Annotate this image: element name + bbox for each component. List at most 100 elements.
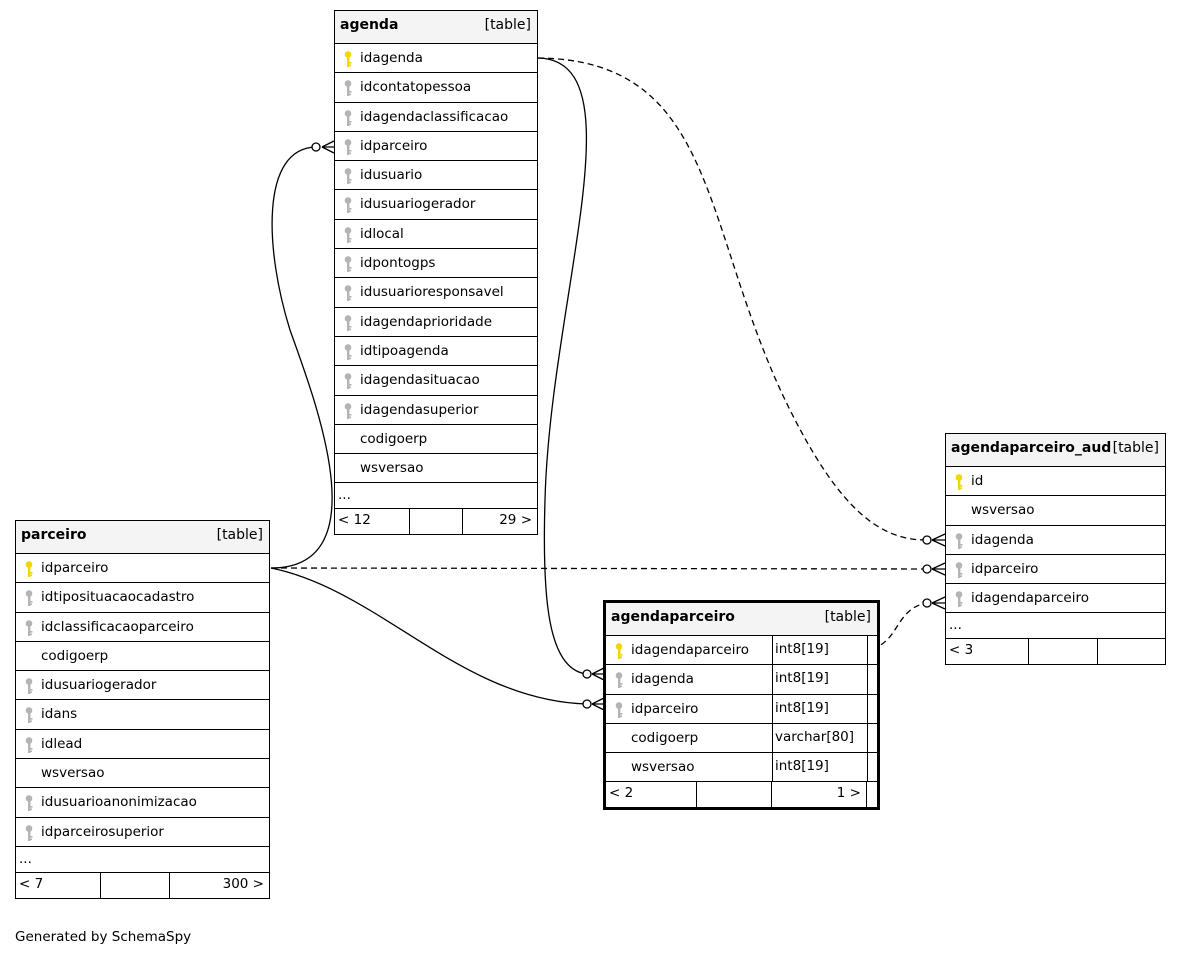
table-header[interactable]: agendaparceiro [table]	[606, 603, 877, 636]
primary-key-icon	[955, 474, 963, 490]
column-row[interactable]: idagendasuperior	[335, 396, 537, 425]
column-name: wsversao	[360, 460, 424, 477]
column-name: idagendasuperior	[360, 401, 479, 418]
column-type: int8[19]	[772, 753, 867, 782]
foreign-key-icon	[25, 678, 33, 695]
column-row[interactable]: wsversao	[16, 759, 269, 789]
foreign-key-icon	[344, 373, 352, 390]
parents-count[interactable]: < 2	[609, 785, 634, 802]
column-name: wsversao	[971, 502, 1035, 519]
column-row[interactable]: idagenda	[946, 526, 1165, 555]
column-row[interactable]: idusuarioanonimizacao	[16, 788, 269, 818]
table-name: parceiro	[21, 527, 87, 543]
foreign-key-icon	[344, 80, 352, 97]
children-count[interactable]: 1 >	[772, 782, 867, 808]
foreign-key-icon	[344, 402, 352, 419]
foreign-key-icon	[25, 619, 33, 636]
parents-count[interactable]: < 12	[338, 512, 371, 529]
primary-key-icon	[615, 643, 623, 659]
table-footer: < 7 300 >	[16, 872, 269, 898]
column-row[interactable]: idpontogps	[335, 249, 537, 279]
table-agendaparceiro-aud[interactable]: agendaparceiro_aud [table] id wsversao ida…	[945, 433, 1166, 666]
column-row[interactable]: idparceirosuperior	[16, 818, 269, 847]
column-name: idusuariogerador	[41, 677, 157, 694]
column-name: idtiposituacaocadastro	[41, 589, 195, 606]
foreign-key-icon	[344, 168, 352, 185]
column-name: idparceiro	[41, 560, 109, 576]
column-row[interactable]: idagenda	[335, 44, 537, 74]
column-row[interactable]: wsversao	[335, 454, 537, 484]
children-count[interactable]: 300 >	[222, 875, 264, 892]
column-name: idpontogps	[360, 255, 436, 272]
column-row[interactable]: idtiposituacaocadastro	[16, 583, 269, 613]
table-footer: < 2 1 >	[606, 782, 877, 808]
table-name: agendaparceiro	[611, 609, 735, 625]
table-kind: [table]	[484, 17, 531, 33]
foreign-key-icon	[25, 736, 33, 753]
table-header[interactable]: agendaparceiro_aud [table]	[946, 434, 1165, 467]
column-row[interactable]: idusuarioresponsavel	[335, 278, 537, 308]
column-row[interactable]: idusuario	[335, 161, 537, 191]
column-row[interactable]: idclassificacaoparceiro	[16, 613, 269, 642]
column-divider	[867, 665, 868, 694]
foreign-key-icon	[344, 314, 352, 331]
parents-count[interactable]: < 3	[949, 642, 974, 659]
foreign-key-icon	[344, 344, 352, 360]
footer-spacer	[409, 509, 463, 535]
column-name: codigoerp	[360, 430, 428, 447]
edge-agendaparceiro-aud	[871, 602, 927, 650]
footer-spacer	[696, 782, 772, 808]
table-header[interactable]: agenda [table]	[335, 11, 537, 44]
column-row[interactable]: idagendaparceiro	[946, 584, 1165, 614]
edge-parceiro-agendaparceiro	[270, 567, 587, 705]
edge-parceiro-agenda	[270, 146, 333, 569]
column-name: idclassificacaoparceiro	[41, 618, 194, 635]
table-parceiro[interactable]: parceiro [table] idparceiro idtiposituaca…	[15, 520, 270, 899]
column-row[interactable]: idagendaclassificacao	[335, 103, 537, 132]
children-count[interactable]: 29 >	[499, 512, 532, 529]
column-row[interactable]: codigoerp	[335, 425, 537, 455]
column-name: idagenda	[631, 671, 694, 688]
table-header[interactable]: parceiro [table]	[16, 521, 269, 554]
column-name: idusuarioresponsavel	[360, 284, 504, 301]
column-name: idparceiro	[631, 700, 699, 717]
column-row[interactable]: wsversao	[946, 496, 1165, 526]
foreign-key-icon	[344, 226, 352, 243]
parents-count[interactable]: < 7	[19, 875, 44, 892]
column-name: idlocal	[360, 225, 404, 242]
column-name: idusuarioanonimizacao	[41, 794, 197, 811]
column-row[interactable]: idans	[16, 700, 269, 730]
column-row[interactable]: idparceiro	[16, 554, 269, 584]
children-count[interactable]	[1096, 639, 1165, 664]
column-row[interactable]: idlocal	[335, 220, 537, 250]
column-name: idparceiro	[971, 560, 1039, 577]
column-row[interactable]: idcontatopessoa	[335, 73, 537, 103]
column-row[interactable]: idagendaprioridade	[335, 308, 537, 337]
column-row[interactable]: idagendasituacao	[335, 366, 537, 396]
foreign-key-icon	[615, 672, 623, 689]
column-name: idparceirosuperior	[41, 823, 164, 840]
column-row[interactable]: idparceiro	[946, 555, 1165, 585]
column-row[interactable]: id	[946, 467, 1165, 497]
column-row[interactable]: idlead	[16, 730, 269, 760]
table-kind: [table]	[216, 527, 263, 543]
column-row[interactable]: idusuariogerador	[335, 190, 537, 220]
more-columns: ...	[946, 613, 1165, 640]
column-row[interactable]: idparceiro	[335, 132, 537, 162]
column-divider	[867, 753, 868, 782]
footer-spacer	[100, 872, 170, 898]
column-name: idagendaparceiro	[631, 642, 749, 658]
column-name: wsversao	[41, 765, 105, 782]
foreign-key-icon	[344, 139, 352, 155]
column-row[interactable]: idusuariogerador	[16, 671, 269, 701]
primary-key-icon	[344, 51, 352, 67]
column-row[interactable]: idtipoagenda	[335, 337, 537, 367]
column-row[interactable]: codigoerp	[16, 642, 269, 672]
